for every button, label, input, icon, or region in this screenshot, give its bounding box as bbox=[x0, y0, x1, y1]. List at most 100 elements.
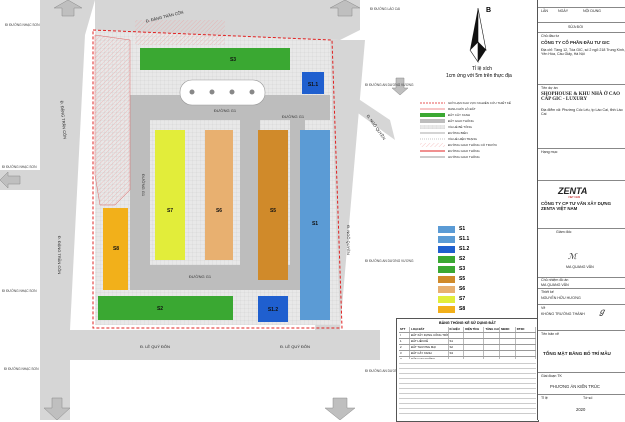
table-header-cell: DIỆN TÍCH bbox=[464, 327, 485, 332]
north-label: B bbox=[486, 7, 491, 14]
direction-left-2: ĐI ĐƯỜNG NHẠC SƠN bbox=[2, 288, 37, 293]
table-cell: ĐẤT THƯƠNG MẠI bbox=[410, 345, 449, 350]
tb-logo-sub: VIET NAM bbox=[568, 196, 581, 199]
site-boundary bbox=[92, 29, 343, 329]
legend-label-s3: S3 bbox=[459, 266, 466, 272]
tb-chu-dau-tu: CÔNG TY CỔ PHẦN ĐẦU TƯ GIC bbox=[541, 40, 610, 45]
lot-s1-2 bbox=[258, 296, 288, 322]
table-cell: 3 bbox=[399, 351, 411, 356]
lot-label-s2: S2 bbox=[157, 306, 163, 312]
table-header-cell: STT bbox=[399, 327, 411, 332]
table-cell bbox=[500, 345, 516, 350]
lot-s3 bbox=[140, 48, 290, 70]
tb-dia-diem: Địa điểm xã: Phường Cốc Lếu, tp Lào Cai,… bbox=[541, 108, 623, 116]
scale-caption-2: 1cm ứng với 5m trên thực địa bbox=[446, 73, 512, 79]
hatched-area-left bbox=[94, 34, 131, 206]
table-cell: S3 bbox=[449, 351, 465, 356]
svg-text:VỈA HÈ BÊ TÔNG: VỈA HÈ BÊ TÔNG bbox=[448, 124, 473, 129]
lot-label-s5: S5 bbox=[270, 208, 276, 214]
table-cell: 2 bbox=[399, 345, 411, 350]
table-cell: 1 bbox=[399, 339, 411, 344]
tb-nam: 2020 bbox=[576, 407, 586, 412]
tb-ten-ban-ve-label: Tên bản vẽ bbox=[541, 332, 559, 336]
svg-text:ĐƯỜNG GIAO THÔNG: ĐƯỜNG GIAO THÔNG bbox=[448, 148, 480, 153]
table-filler bbox=[399, 359, 536, 417]
svg-text:HƯỚNG GIAO THÔNG: HƯỚNG GIAO THÔNG bbox=[448, 154, 480, 159]
table-cell bbox=[484, 351, 501, 356]
tb-signature-1: ℳ bbox=[568, 252, 577, 261]
direction-bottom-right: ĐI ĐƯỜNG AN DƯƠNG VƯƠNG bbox=[365, 368, 414, 373]
road-label-g1-left: ĐƯỜNG G1 bbox=[141, 174, 146, 197]
lot-s6 bbox=[205, 130, 233, 260]
street-bottom-2: Đ. LÊ QUÝ ĐÔN bbox=[280, 344, 310, 349]
road-label-g1-bottom: ĐƯỜNG G1 bbox=[189, 274, 212, 279]
direction-top-left: ĐI ĐƯỜNG NHẠC SƠN bbox=[5, 22, 40, 27]
tb-ty-le-label: Tỉ lệ bbox=[541, 396, 548, 400]
tb-chu-tri: Chủ nhiệm đồ án bbox=[541, 278, 569, 282]
tb-thiet-ke-name: NGUYỄN HỮU HƯƠNG bbox=[541, 296, 581, 300]
table-cell bbox=[500, 339, 516, 344]
table-title: BẢNG THỐNG KÊ SỬ DỤNG ĐẤT bbox=[439, 321, 496, 325]
scale-caption-1: Tỉ lệ xích bbox=[472, 65, 492, 72]
tb-signature-2: ℊ bbox=[598, 307, 606, 316]
tb-ty-le: Tờ số bbox=[583, 396, 593, 400]
legend-swatch-s2 bbox=[438, 256, 455, 263]
line-legend-labels: GIỚI HẠN KHU VỰC NGHIÊN CỨU THIẾT KẾ RAN… bbox=[448, 100, 511, 159]
legend-swatch-s1-1 bbox=[438, 236, 455, 243]
direction-right-2: ĐI ĐƯỜNG AN DƯƠNG VƯƠNG bbox=[365, 258, 414, 263]
svg-text:ĐẤT GIAO THÔNG: ĐẤT GIAO THÔNG bbox=[448, 118, 475, 123]
street-bottom-1: Đ. LÊ QUÝ ĐÔN bbox=[140, 344, 170, 349]
legend-swatch-s6 bbox=[438, 286, 455, 293]
direction-right-1: ĐI ĐƯỜNG AN DƯƠNG VƯƠNG bbox=[365, 82, 414, 87]
svg-text:ĐẤT CÂY XANH: ĐẤT CÂY XANH bbox=[448, 112, 470, 117]
tb-ten-ban-ve: TỔNG MẶT BẰNG BỐ TRÍ MẪU bbox=[543, 351, 611, 356]
direction-top-right: ĐI ĐƯỜNG LÀO CAI bbox=[370, 6, 400, 11]
tb-col-noidung: NỘI DUNG bbox=[583, 9, 601, 13]
tb-hang-muc: Hạng mục bbox=[541, 150, 558, 154]
street-left-2: Đ. ĐẶNG TRẦN CÔN bbox=[57, 236, 62, 275]
tb-tu-van: CÔNG TY CP TƯ VẤN XÂY DỰNG ZENTA VIỆT NA… bbox=[541, 201, 611, 211]
tb-giam-doc: Giám đốc bbox=[556, 230, 572, 234]
road-label-g1-top: ĐƯỜNG G1 bbox=[214, 108, 237, 113]
lot-label-s1-2: S1.2 bbox=[268, 307, 279, 313]
svg-text:GIỚI HẠN KHU VỰC NGHIÊN CỨU TH: GIỚI HẠN KHU VỰC NGHIÊN CỨU THIẾT KẾ bbox=[448, 100, 511, 105]
tb-logo: ZENTA bbox=[558, 186, 588, 196]
road-label-g1-right: ĐƯỜNG G1 bbox=[282, 114, 305, 119]
table-cell bbox=[464, 351, 485, 356]
lot-s7 bbox=[155, 130, 185, 260]
table-cell bbox=[464, 345, 485, 350]
street-left-1: Đ. ĐẶNG TRẦN CÔN bbox=[59, 100, 67, 139]
legend-swatch-s3 bbox=[438, 266, 455, 273]
table-cell bbox=[464, 333, 485, 338]
tb-du-an-label: Tên dự án bbox=[541, 86, 558, 90]
lot-s1-1 bbox=[302, 72, 324, 94]
lot-label-s3: S3 bbox=[230, 57, 236, 63]
legend-swatch-s5 bbox=[438, 276, 455, 283]
svg-text:ĐƯỜNG GIAO THÔNG CÓ TRƯỚC: ĐƯỜNG GIAO THÔNG CÓ TRƯỚC bbox=[448, 142, 498, 147]
table-cell bbox=[516, 333, 536, 338]
table-cell: ĐẤT LIỀN KỀ bbox=[410, 339, 449, 344]
svg-text:VỈA HÈ HIỆN TRẠNG: VỈA HÈ HIỆN TRẠNG bbox=[448, 136, 478, 141]
legend-swatch-s7 bbox=[438, 296, 455, 303]
lot-s2 bbox=[98, 296, 233, 320]
table-header-cell: DTXD bbox=[516, 327, 536, 332]
lot-s1 bbox=[300, 130, 330, 320]
tb-giai-doan-label: Giai đoạn TK bbox=[541, 374, 562, 378]
tb-giam-doc-name: MA QUANG VĂN bbox=[566, 265, 594, 269]
table-cell bbox=[516, 339, 536, 344]
lot-label-s7: S7 bbox=[167, 208, 173, 214]
tb-thiet-ke: Thiết kế bbox=[541, 290, 554, 294]
svg-text:ĐƯỜNG BIÊN: ĐƯỜNG BIÊN bbox=[448, 130, 468, 135]
legend-label-s8: S8 bbox=[459, 306, 466, 312]
tb-chu-dau-tu-label: Chủ đầu tư bbox=[541, 34, 559, 38]
legend-label-s1-2: S1.2 bbox=[459, 246, 470, 252]
legend-swatch-s8 bbox=[438, 306, 455, 313]
title-block: LẦN NGÀY NỘI DUNG SỬA ĐỔI Chủ đầu tư CÔN… bbox=[537, 0, 625, 420]
direction-arrows bbox=[0, 0, 409, 420]
tb-sua-doi: SỬA ĐỔI bbox=[568, 25, 584, 29]
street-right: Đ. NGÔ QUYỀN bbox=[346, 225, 351, 255]
